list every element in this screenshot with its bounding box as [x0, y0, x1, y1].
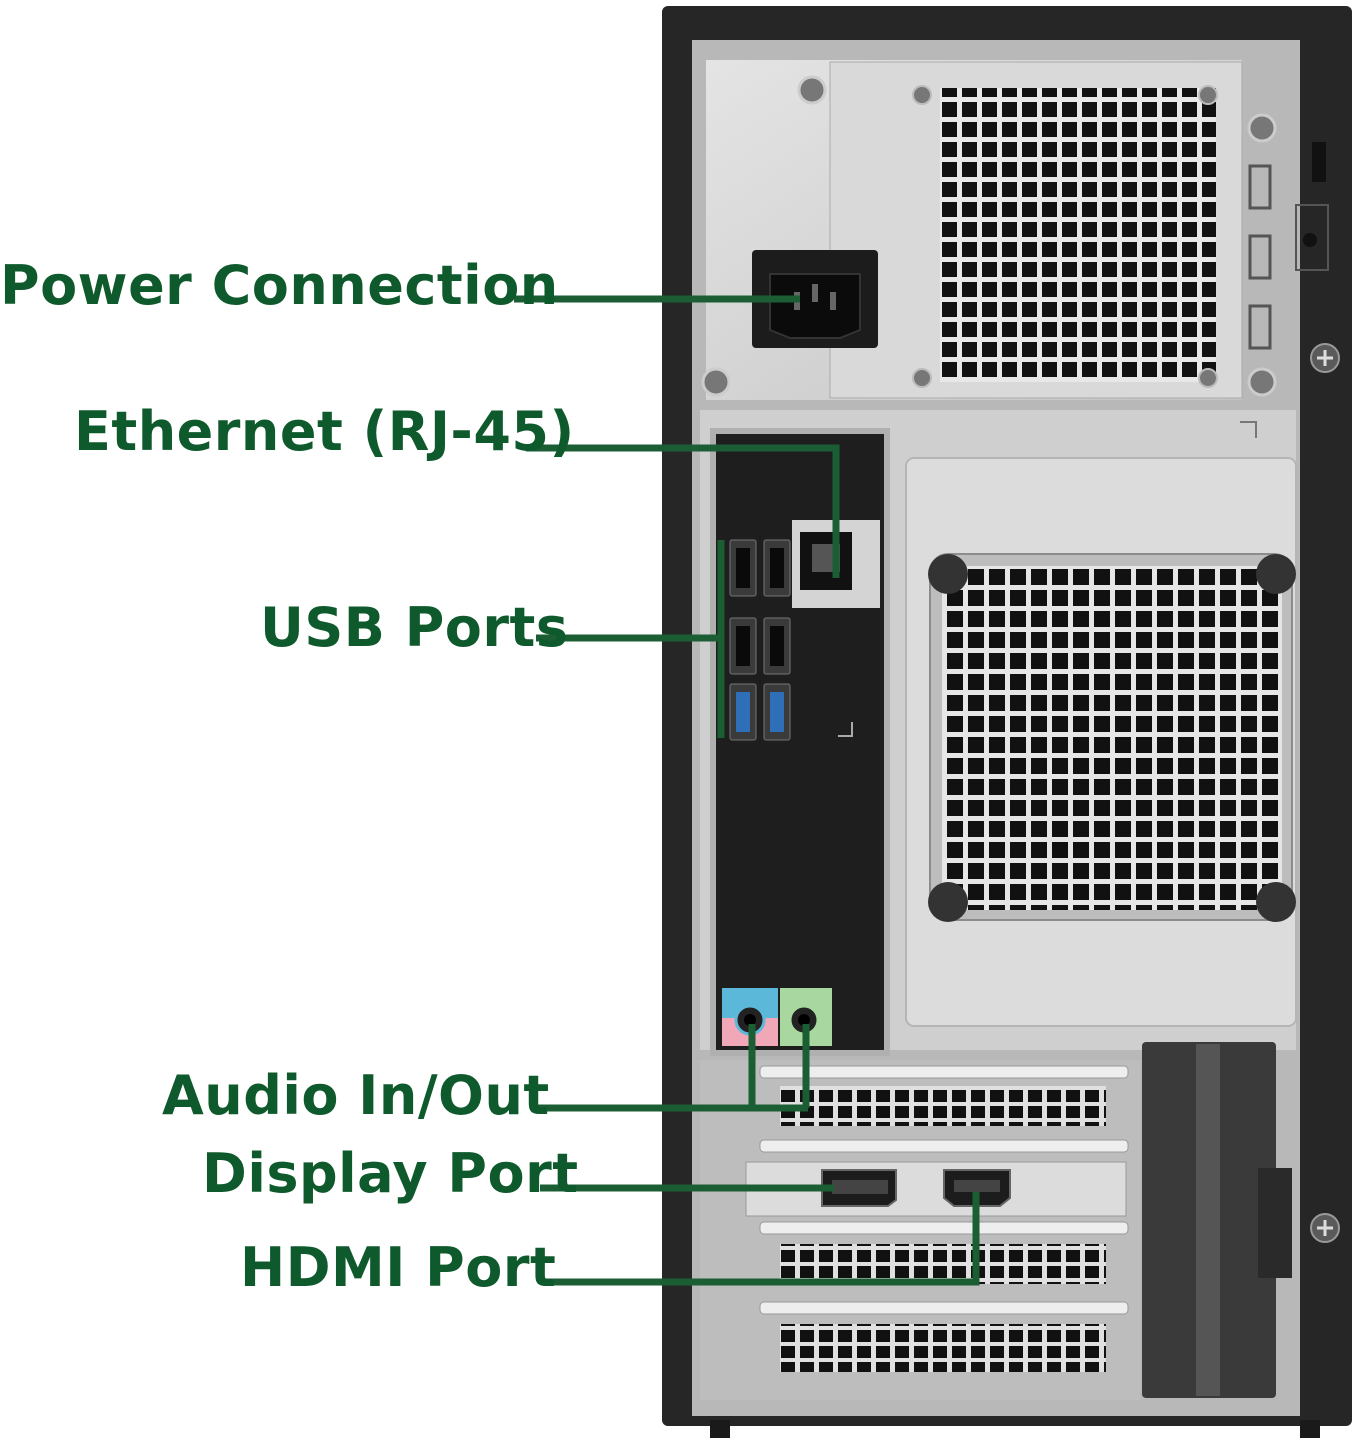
label-power-connection: Power Connection — [0, 254, 559, 317]
audio-jack-icon — [722, 988, 832, 1046]
label-ethernet: Ethernet (RJ-45) — [74, 400, 575, 463]
expansion-slots — [700, 1042, 1292, 1400]
power-socket-icon — [752, 250, 878, 348]
label-usb-ports: USB Ports — [260, 596, 569, 659]
power-supply — [701, 60, 1277, 400]
label-hdmi-port: HDMI Port — [240, 1236, 557, 1299]
hdmi-port-icon — [943, 1169, 1011, 1207]
usb-port-icon — [729, 539, 791, 741]
ethernet-leader-line — [526, 444, 840, 578]
usb-leader-line — [536, 540, 725, 738]
audio-leader-line — [536, 1024, 810, 1112]
hdmi-leader-line — [544, 1192, 980, 1286]
label-audio-in-out: Audio In/Out — [162, 1064, 550, 1127]
io-shield — [710, 428, 890, 1056]
displayport-icon — [821, 1169, 897, 1207]
label-display-port: Display Port — [202, 1142, 579, 1205]
